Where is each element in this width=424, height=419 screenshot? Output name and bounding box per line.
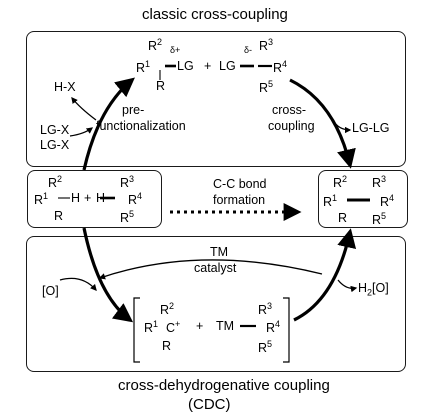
label-cross: cross- <box>272 103 307 117</box>
arrow-tm-catalyst <box>98 259 323 280</box>
byproduct-hx: H-X <box>54 80 76 94</box>
carbocation-r-sub1: R1 <box>144 319 159 336</box>
reagent-lgx-1: LG-X <box>40 123 70 137</box>
mid-right-r-sub4: R4 <box>128 191 143 208</box>
arrow-h2o-out <box>337 279 358 293</box>
arrow-cdc-right <box>293 228 357 322</box>
prod-r-sub1: R1 <box>323 193 338 210</box>
tm-r-sub3: R3 <box>258 301 273 318</box>
delta-minus: δ- <box>244 45 253 55</box>
label-cc-bond: C-C bond <box>213 177 267 191</box>
oxidant-label: [O] <box>42 284 59 298</box>
byproduct-h2o: H2[O] <box>358 281 389 298</box>
carbocation-r-sub2: R2 <box>160 301 175 318</box>
tm-label: TM <box>216 319 235 333</box>
top-right-r-sub3: R3 <box>259 37 274 54</box>
prod-r-sub5: R5 <box>372 211 387 228</box>
reactants-box <box>27 170 162 228</box>
top-right-lg: LG <box>219 59 236 73</box>
label-pre: pre- <box>122 103 145 117</box>
bracket-left <box>133 297 140 363</box>
tm-r-sub5: R5 <box>258 339 273 356</box>
prod-r-sub3: R3 <box>372 174 387 191</box>
arrow-lglg-out <box>333 121 352 134</box>
arrow-hx-out <box>71 96 97 121</box>
carbocation-r: R <box>162 339 172 353</box>
carbocation-c: C+ <box>166 319 181 336</box>
top-left-r: R <box>156 79 166 93</box>
mid-left-r-sub2: R2 <box>48 174 63 191</box>
label-functionalization: functionalization <box>96 119 186 133</box>
title-cdc-line1: cross-dehydrogenative coupling <box>118 377 330 394</box>
top-left-r-sub1: R1 <box>136 59 151 76</box>
top-left-lg: LG <box>177 59 194 73</box>
top-left-r-sub2: R2 <box>148 37 163 54</box>
mid-right-r-sub3: R3 <box>120 174 135 191</box>
prod-r-sub4: R4 <box>380 193 395 210</box>
arrow-oxidant-in <box>59 277 97 291</box>
prod-r: R <box>338 211 348 225</box>
mid-plus: + <box>84 191 92 205</box>
mid-left-r-sub1: R1 <box>34 191 49 208</box>
mid-left-r: R <box>54 209 64 223</box>
mid-right-r-sub5: R5 <box>120 209 135 226</box>
bottom-plus: + <box>196 319 204 333</box>
title-cdc-line2: (CDC) <box>188 396 231 413</box>
arrow-cdc-left <box>82 227 134 323</box>
top-plus: + <box>204 59 212 73</box>
reagent-lgx-2: LG-X <box>40 138 70 152</box>
mid-left-h: H <box>71 191 81 205</box>
arrow-lgx-in <box>69 127 94 137</box>
tm-r-sub4: R4 <box>266 319 281 336</box>
byproduct-lglg: LG-LG <box>352 121 390 135</box>
prod-r-sub2: R2 <box>333 174 348 191</box>
label-catalyst: catalyst <box>194 261 237 275</box>
title-classic-cross-coupling: classic cross-coupling <box>142 6 288 23</box>
label-coupling: coupling <box>268 119 315 133</box>
label-tm: TM <box>210 245 229 259</box>
arrow-cross-coupling <box>289 78 356 169</box>
label-formation: formation <box>213 193 266 207</box>
top-right-r-sub4: R4 <box>273 59 288 76</box>
mid-right-h: H <box>96 191 106 205</box>
bracket-right <box>283 297 290 363</box>
arrow-prefunctionalization <box>82 77 135 171</box>
delta-plus: δ+ <box>170 45 181 55</box>
top-right-r-sub5: R5 <box>259 79 274 96</box>
